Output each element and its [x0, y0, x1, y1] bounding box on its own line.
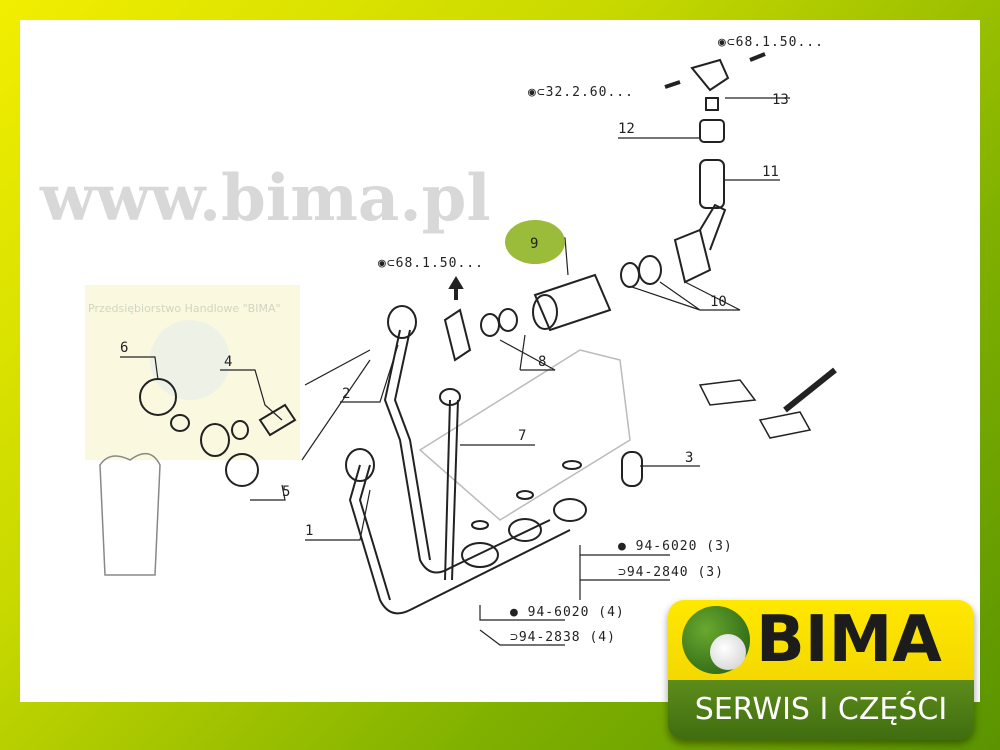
callout-8[interactable]: 8 [538, 354, 546, 370]
callout-7[interactable]: 7 [518, 428, 526, 444]
watermark-logo [150, 320, 230, 400]
references: ◉⊂68.1.50... ◉⊂32.2.60... ◉⊂68.1.50... ●… [378, 35, 824, 645]
callout-13[interactable]: 13 [772, 92, 789, 108]
callout-10[interactable]: 10 [710, 294, 727, 310]
ref-top: ◉⊂68.1.50... [718, 35, 824, 50]
callout-1[interactable]: 1 [305, 523, 313, 539]
parts-diagram: Przedsiębiorstwo Handlowe "BIMA" www.bim… [39, 35, 837, 646]
bima-logo: BIMA SERWIS I CZĘŚCI [668, 600, 974, 740]
ref-mid: ◉⊂32.2.60... [528, 85, 634, 100]
watermark-site: www.bima.pl [39, 161, 491, 236]
callout-6[interactable]: 6 [120, 340, 128, 356]
callouts: 1 2 3 4 5 6 7 8 9 10 11 12 13 [120, 92, 789, 539]
diagram-sheet: Przedsiębiorstwo Handlowe "BIMA" www.bim… [20, 20, 980, 702]
watermark-company: Przedsiębiorstwo Handlowe "BIMA" [88, 302, 281, 315]
ref-nut-3: ● 94-6020 (3) [618, 539, 733, 554]
ref-nut-4: ● 94-6020 (4) [510, 605, 625, 620]
callout-3[interactable]: 3 [685, 450, 693, 466]
parts-drawing [99, 52, 837, 646]
ref-bolt-4: ⊃94-2838 (4) [510, 630, 616, 645]
callout-2[interactable]: 2 [342, 386, 350, 402]
logo-brand: BIMA [756, 603, 942, 677]
highlight-marker [505, 220, 565, 264]
logo-tagline: SERWIS I CZĘŚCI [668, 680, 974, 740]
callout-5[interactable]: 5 [282, 484, 290, 500]
callout-9[interactable]: 9 [530, 236, 538, 252]
ref-left: ◉⊂68.1.50... [378, 256, 484, 271]
logo-ball-highlight [710, 634, 746, 670]
callout-11[interactable]: 11 [762, 164, 779, 180]
ref-bolt-3: ⊃94-2840 (3) [618, 565, 724, 580]
callout-4[interactable]: 4 [224, 354, 232, 370]
callout-12[interactable]: 12 [618, 121, 635, 137]
